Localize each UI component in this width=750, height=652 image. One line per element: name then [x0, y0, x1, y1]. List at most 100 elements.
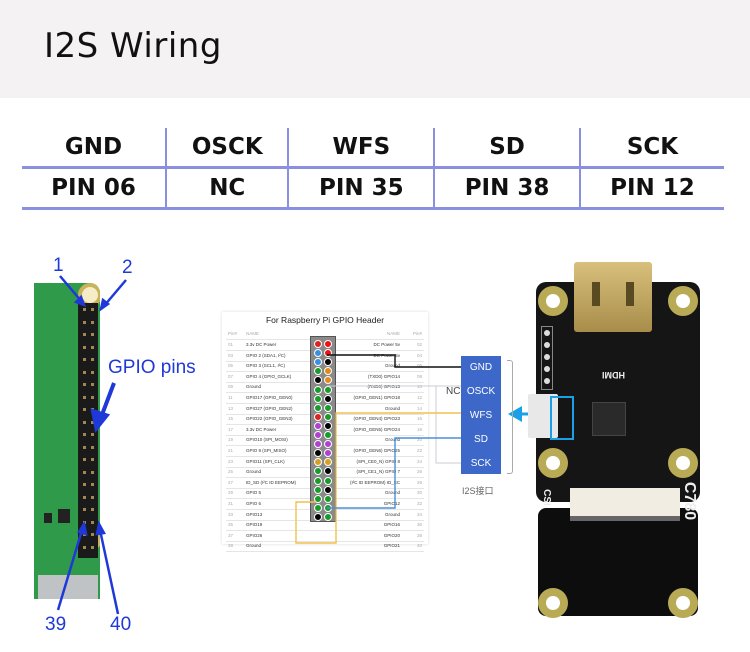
pin-dot-right [324, 440, 332, 449]
main-chip [592, 402, 626, 436]
pin-dot-left [314, 485, 322, 494]
i2s-connector-block: GND OSCK WFS SD SCK [461, 356, 501, 474]
pin-number-right: 08 [416, 373, 422, 379]
header-pin [91, 545, 94, 549]
pin-name-left: GPIO 2 (SDA1, I²C) [246, 352, 286, 358]
value-cell: PIN 38 [433, 167, 580, 210]
pin-dot-left [314, 340, 322, 348]
i2s-connector-highlight [550, 396, 574, 440]
csi-connector [570, 488, 680, 521]
header-pin [83, 345, 86, 349]
i2s-connector-socket [528, 394, 558, 438]
pin-name-right: (GPIO_GEN1) GPIO18 [353, 395, 400, 400]
header-pin [91, 333, 94, 336]
pin-dot-left [314, 385, 322, 394]
pin-dot-right [324, 503, 332, 512]
header-pin [91, 358, 94, 361]
pin-dot-left [314, 394, 322, 403]
pin-dot-right [324, 340, 332, 348]
pin1-label: 1 [53, 255, 64, 276]
pin-name-right: Ground [384, 405, 400, 411]
header-pin [83, 520, 86, 524]
pin-name-right: (GPIO_GEN5) GPIO24 [353, 426, 400, 432]
pin-number-left: 29 [228, 490, 234, 496]
header-pin [91, 470, 94, 474]
pin-number-left: 11 [228, 395, 233, 400]
pin-name-left: Ground [246, 469, 262, 475]
pin-number-left: 35 [228, 522, 234, 528]
pin-number-left: 19 [228, 437, 234, 443]
pin-number-left: 15 [228, 416, 234, 422]
pin-number-left: 01 [228, 342, 234, 347]
header-pin [83, 483, 86, 486]
pin-dot-left [314, 421, 322, 430]
silkscreen-hdmi: HDMI [602, 370, 625, 380]
i2s-caption: I2S接口 [462, 486, 494, 496]
pin-name-left: GPIO 6 [246, 501, 262, 506]
pin-number-left: 05 [228, 363, 234, 369]
header-cell: WFS [287, 128, 435, 169]
pin2-label: 2 [122, 257, 133, 278]
i2s-pin-wfs: WFS [469, 410, 493, 421]
pin-number-right: 10 [416, 384, 422, 390]
header-pin [83, 458, 86, 461]
header-pin [83, 358, 86, 361]
header-pin [91, 408, 94, 411]
i2s-pin-osck: OSCK [466, 386, 496, 397]
pin-dot-left [314, 440, 322, 449]
pin-dot-left [314, 367, 322, 376]
pin-number-right: 38 [416, 532, 422, 538]
pin-number-left: 17 [228, 426, 234, 432]
pin-name-right: DC Power 5v [373, 342, 400, 347]
pin-number-right: 28 [416, 479, 422, 485]
pin-dot-right [324, 494, 332, 503]
pin-number-left: 21 [228, 448, 234, 453]
pin-number-left: 33 [228, 511, 234, 517]
pin-name-left: GPIO17 (GPIO_GEN0) [246, 395, 293, 400]
header-pin [83, 495, 86, 499]
gpio-pin-header [78, 303, 98, 558]
arrow-head [99, 297, 111, 312]
pin-number-right: 16 [416, 416, 422, 422]
title-banner: I2S Wiring [0, 0, 750, 98]
pin-dot-left [314, 467, 322, 476]
header-pin [91, 445, 94, 449]
pin-dot-right [324, 476, 332, 485]
pin-dot-left [314, 403, 322, 412]
pin-number-right: 24 [416, 458, 422, 464]
pin-dot-right [324, 412, 332, 421]
header-pin [91, 483, 94, 486]
pin-dot-right [324, 458, 332, 467]
header-pin [91, 533, 94, 536]
header-pin [91, 370, 94, 374]
header-pin [91, 308, 94, 311]
hdmi-port [574, 262, 652, 332]
pin-name-left: GPIO22 (GPIO_GEN3) [246, 416, 293, 422]
pin-number-right: 20 [416, 437, 422, 443]
header-cell: GND [22, 128, 167, 169]
pin-name-right: Ground [384, 490, 400, 496]
i2s-pin-gnd: GND [469, 362, 493, 373]
pin-dot-left [314, 512, 322, 521]
header-pin [83, 433, 86, 436]
wire-sck [435, 386, 461, 464]
header-pin [91, 383, 94, 386]
pin-name-left: GPIO 9 (SPI_MISO) [246, 448, 287, 453]
pin-name-right: (GPIO_GEN4) GPIO23 [353, 416, 400, 422]
pin-dot-right [324, 512, 332, 521]
header-pin [91, 433, 94, 436]
pin-name-left: GPIO11 (SPI_CLK) [246, 458, 285, 464]
pin-name-left: Ground [246, 543, 262, 549]
header-cell: OSCK [165, 128, 289, 169]
pin-number-right: 34 [416, 511, 422, 517]
pin-name-left: 3.3v DC Power [246, 342, 277, 347]
chip [58, 509, 70, 523]
usb-port [38, 575, 98, 599]
pin-name-left: 3.3v DC Power [246, 426, 277, 432]
pin-number-left: 25 [228, 469, 234, 475]
header-pin [83, 533, 86, 536]
pin-dot-right [324, 449, 332, 458]
col-pin-right: Pin# [412, 331, 422, 336]
gpio-pins-label: GPIO pins [108, 357, 196, 378]
pin-number-left: 39 [228, 543, 234, 549]
